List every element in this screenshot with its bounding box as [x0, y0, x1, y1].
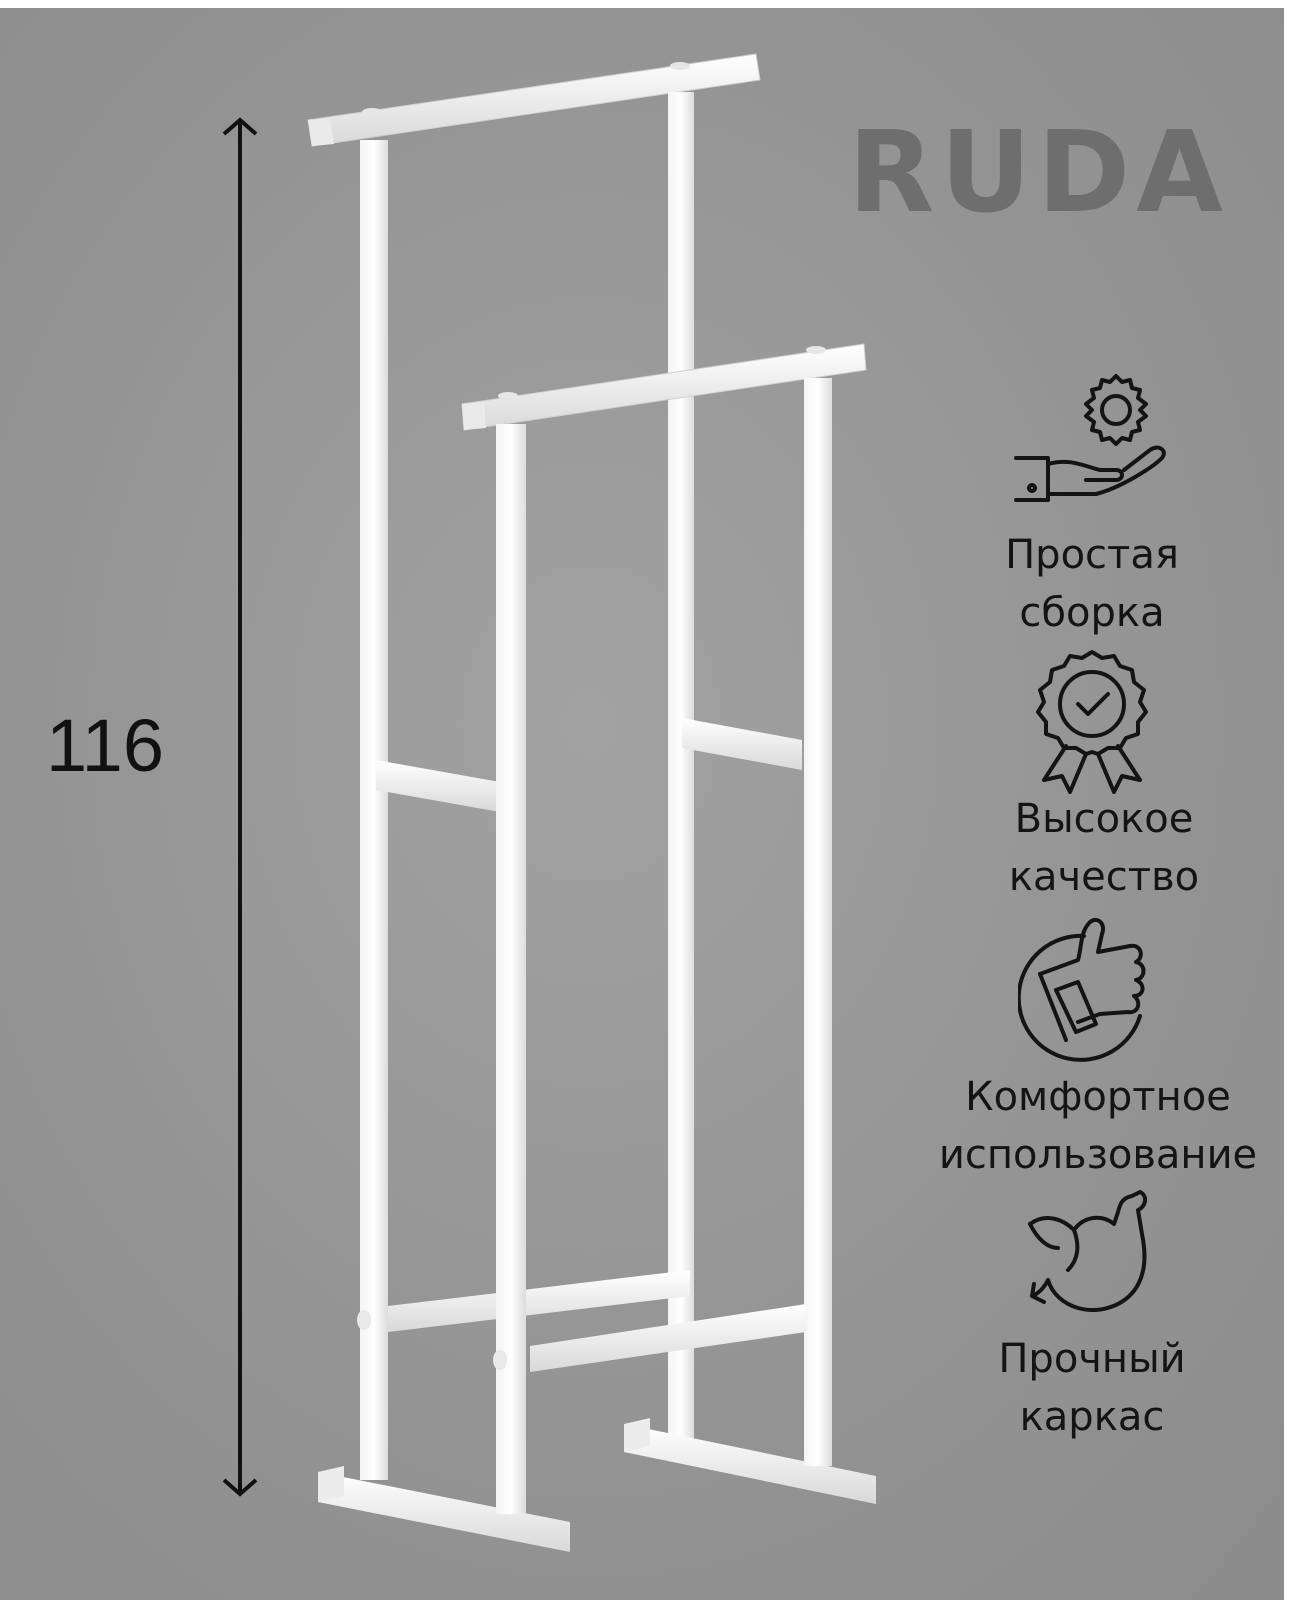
feature-comfortable-use-line2: использование	[938, 1132, 1258, 1178]
feature-durable-frame-line2: каркас	[1019, 1394, 1165, 1440]
thumbs-up-icon	[1018, 917, 1146, 1062]
gear-hand-icon	[1014, 374, 1166, 502]
height-dimension-arrow	[222, 117, 258, 1497]
feature-high-quality: Высокое качество	[904, 790, 1304, 906]
feature-durable-frame: Прочный каркас	[892, 1330, 1292, 1446]
feature-durable-frame-line1: Прочный	[998, 1336, 1186, 1382]
feature-easy-assembly-line1: Простая	[1005, 532, 1179, 578]
feature-comfortable-use: Комфортное использование	[898, 1068, 1298, 1184]
right-border	[1284, 0, 1312, 1608]
brand-logo: RUDA	[848, 108, 1229, 238]
bottom-border	[0, 1600, 1312, 1608]
feature-high-quality-line1: Высокое	[1014, 796, 1194, 842]
height-dimension-label: 116	[46, 704, 164, 787]
feature-comfortable-use-line1: Комфортное	[965, 1074, 1231, 1120]
feature-high-quality-line2: качество	[1008, 854, 1200, 900]
flexed-arm-icon	[1028, 1190, 1147, 1312]
feature-easy-assembly: Простая сборка	[892, 526, 1292, 642]
quality-badge-icon	[1036, 650, 1148, 794]
front-frame	[461, 343, 867, 1514]
feature-easy-assembly-line2: сборка	[1019, 590, 1165, 636]
back-frame	[307, 53, 876, 1552]
top-border	[0, 0, 1312, 8]
